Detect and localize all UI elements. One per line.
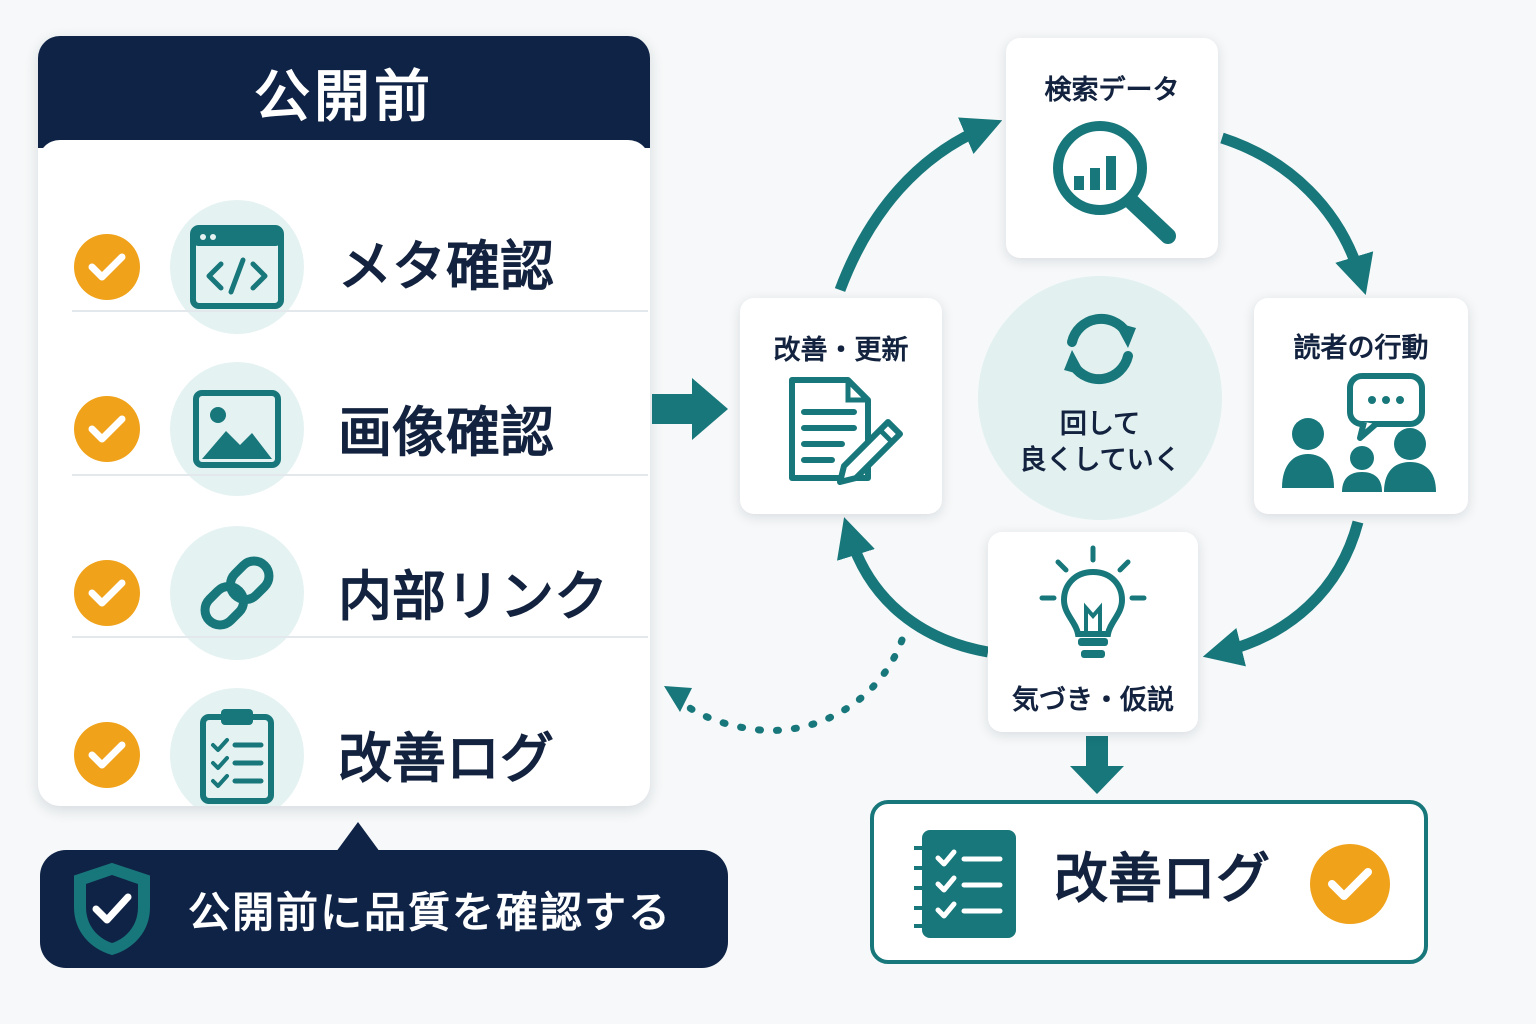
refresh-cycle-icon [1064, 313, 1136, 385]
lightbulb-icon [1039, 545, 1147, 658]
image-icon [170, 362, 304, 496]
cycle-center-line2: 良くしていく [1019, 445, 1181, 476]
check-icon [1310, 844, 1390, 924]
cycle-node-search-data: 検索データ [1006, 38, 1218, 258]
cycle-node-improve-update: 改善・更新 [740, 298, 942, 514]
badge-text: 公開前に品質を確認する [188, 887, 673, 937]
check-icon [74, 560, 140, 626]
clipboard-checklist-icon [170, 688, 304, 806]
cycle-node-reader-behavior: 読者の行動 [1254, 298, 1468, 514]
arrow-right-icon [652, 378, 728, 440]
users-chat-icon [1282, 373, 1436, 492]
shield-check-icon [74, 862, 150, 956]
checklist-title: 公開前 [38, 36, 650, 148]
magnifier-chart-icon [1053, 121, 1176, 244]
notebook-checklist-icon [914, 830, 1016, 938]
check-icon [74, 234, 140, 300]
cycle-center-line1: 回して [1059, 409, 1141, 440]
improvement-log-box: 改善ログ [870, 800, 1428, 964]
check-icon [74, 722, 140, 788]
checklist-item-label: 改善ログ [338, 727, 554, 790]
quality-check-badge: 公開前に品質を確認する [40, 850, 728, 968]
checklist-item: メタ確認 [38, 184, 650, 348]
cycle-center: 回して 良くしていく [978, 276, 1222, 520]
cycle-node-insight: 気づき・仮説 [988, 532, 1198, 732]
log-label: 改善ログ [1054, 847, 1270, 910]
checklist-item-label: 内部リンク [338, 565, 608, 628]
checklist-item: 画像確認 [38, 312, 650, 496]
check-icon [74, 396, 140, 462]
prepublish-checklist-panel: 公開前 メタ確認 [38, 36, 650, 806]
checklist-item-label: 画像確認 [338, 401, 554, 464]
checklist-item-label: メタ確認 [338, 235, 554, 298]
checklist-item: 改善ログ [38, 638, 650, 806]
document-edit-icon [789, 377, 903, 485]
